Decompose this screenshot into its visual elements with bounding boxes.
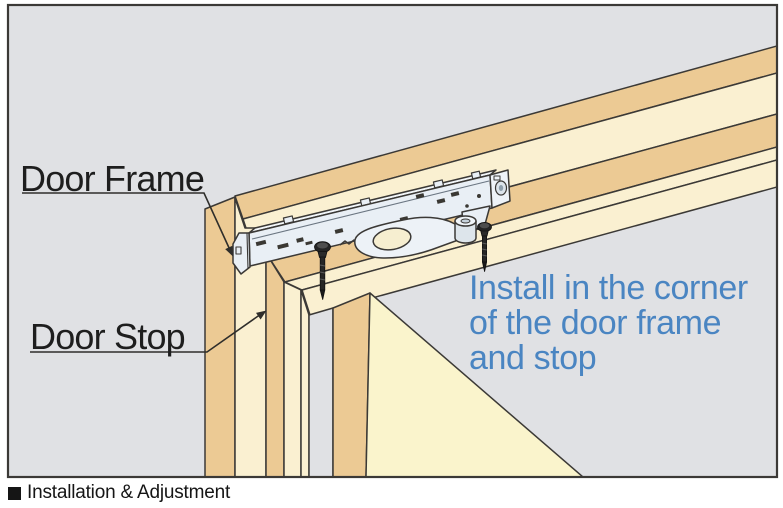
figure-caption: Installation & Adjustment <box>8 483 230 503</box>
end-face-notch <box>493 175 501 181</box>
arrowhead-icon <box>256 310 267 320</box>
leader-line-door-frame <box>22 192 231 251</box>
mounting-screw-right <box>477 221 492 272</box>
door-face <box>365 292 583 476</box>
door-closer-unit <box>232 169 511 275</box>
arm-roller-pin <box>460 218 471 224</box>
arm-roller-body <box>454 220 477 244</box>
jamb-side-face <box>204 196 236 476</box>
arm-hook-opening <box>372 227 412 251</box>
door-stop-front-face <box>283 281 302 476</box>
caption-bullet-square <box>8 486 21 500</box>
door-stop-side-face <box>265 252 285 476</box>
header-top-face <box>234 45 776 220</box>
leader-line-door-stop <box>30 313 262 353</box>
annotations <box>22 192 267 353</box>
mounting-screw-left <box>314 241 331 300</box>
mounting-screws <box>314 221 492 300</box>
door-frame-label: Door Frame <box>20 158 205 199</box>
diagram-border <box>6 3 779 479</box>
door-edge-face <box>332 292 371 476</box>
door-panel <box>308 292 583 476</box>
closer-fold-line <box>251 180 490 240</box>
door-jamb <box>204 196 310 476</box>
end-face-hole-center <box>498 185 504 191</box>
bracket-slot <box>235 246 242 255</box>
arrowhead-icon <box>225 245 233 257</box>
header-stop-lower <box>301 159 776 316</box>
door-stop-edge-strip <box>300 289 310 476</box>
door-gap <box>308 307 334 476</box>
door-stop-label: Door Stop <box>30 316 186 357</box>
caption-text: Installation & Adjustment <box>27 482 231 503</box>
bracket-fold-line <box>246 233 249 270</box>
install-instruction-note: Install in the corner of the door frame … <box>469 269 748 377</box>
